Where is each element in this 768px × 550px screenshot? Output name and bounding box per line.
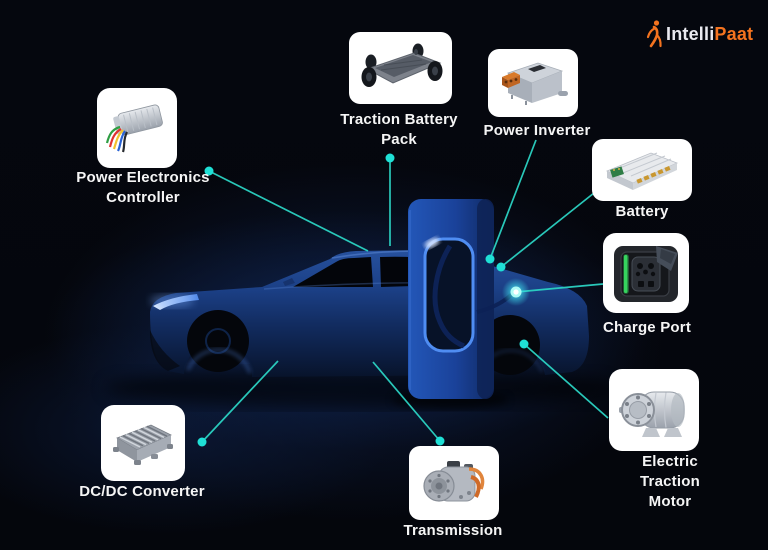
charge-port-image (603, 233, 689, 313)
battery-image (592, 139, 692, 201)
charging-socket-icon (614, 246, 678, 302)
ev-chassis-icon (361, 43, 442, 87)
power-inverter-image (488, 49, 578, 117)
connector-dots (197, 153, 530, 447)
station-screen-window (423, 237, 475, 353)
station-side-shade (477, 199, 494, 399)
line-power-inverter (489, 139, 537, 260)
line-dc-dc-converter (201, 360, 279, 443)
inverter-box-icon (502, 62, 568, 105)
dot-dc-dc-converter (197, 437, 207, 447)
dot-traction-battery-pack (385, 153, 395, 163)
dc-dc-converter-label: DC/DC Converter (79, 483, 205, 500)
dot-electric-traction-motor (519, 339, 529, 349)
front-arch-highlight (186, 348, 252, 374)
brand-logo: IntelliPaat (646, 19, 753, 49)
battery-module-icon (605, 152, 679, 190)
converter-heatsink-icon (113, 424, 173, 465)
power-inverter-label: Power Inverter (483, 122, 591, 139)
line-transmission (372, 361, 441, 442)
electric-traction-motor-image (609, 369, 699, 451)
dc-dc-converter-image (101, 405, 185, 481)
car-front-window (293, 257, 373, 287)
logo-text-secondary: Paat (714, 23, 754, 44)
electric-motor-icon (619, 391, 685, 437)
electric-traction-motor-label: Electric Traction Motor (640, 453, 700, 510)
dot-charge-port-core (513, 289, 519, 295)
station-glint (424, 237, 440, 249)
car-rear-wheel (480, 315, 540, 375)
line-power-electronics-controller (208, 170, 369, 252)
battery-label: Battery (615, 203, 669, 220)
brand-logo-text: IntelliPaat (666, 24, 753, 45)
charging-station (392, 199, 514, 409)
car-front-bumper-shade (150, 330, 180, 371)
line-charge-port (515, 283, 604, 293)
dot-transmission (435, 436, 445, 446)
dancing-person-icon (646, 20, 662, 48)
dot-power-inverter (485, 254, 495, 264)
line-electric-traction-motor (523, 343, 609, 419)
power-electronics-controller-label: Power Electronics Controller (76, 169, 210, 206)
line-battery (500, 192, 595, 268)
dot-battery (496, 262, 506, 272)
traction-battery-pack-image (349, 32, 452, 104)
controller-with-wires-icon (105, 104, 163, 153)
charge-port-label: Charge Port (602, 319, 692, 336)
dot-power-electronics-controller (204, 166, 214, 176)
power-electronics-controller-image (97, 88, 177, 168)
station-cable (432, 244, 466, 349)
traction-battery-pack-label: Traction Battery Pack (340, 111, 458, 148)
car-front-wheel-rim (205, 328, 231, 354)
car-headlight-glow (150, 294, 194, 308)
transmission-image (409, 446, 499, 520)
connector-lines (201, 139, 609, 443)
logo-text-primary: Intelli (666, 23, 715, 44)
car-front-wheel (187, 310, 249, 372)
transmission-label: Transmission (403, 522, 503, 539)
car-mirror (283, 278, 295, 286)
gearbox-icon (423, 461, 485, 502)
